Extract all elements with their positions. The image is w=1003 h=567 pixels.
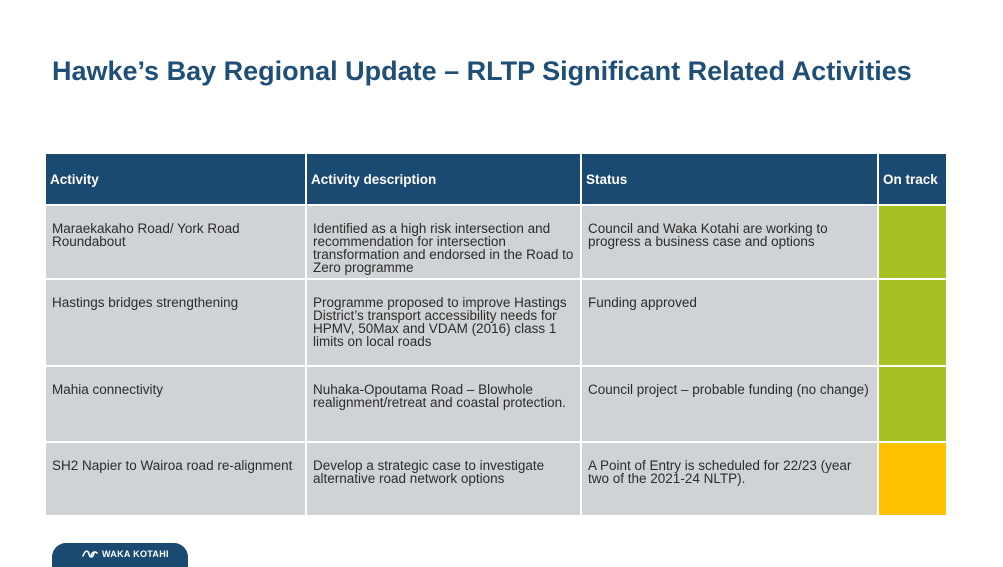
on-track-indicator (877, 365, 948, 443)
status-cell: Council project – probable funding (no c… (580, 365, 879, 443)
footer-logo-tab: WAKA KOTAHI (52, 543, 188, 567)
description-cell: Nuhaka-Opoutama Road – Blowhole realignm… (305, 365, 582, 443)
on-track-indicator (877, 278, 948, 367)
description-cell: Develop a strategic case to investigate … (305, 441, 582, 517)
status-cell: A Point of Entry is scheduled for 22/23 … (580, 441, 879, 517)
description-cell: Identified as a high risk intersection a… (305, 204, 582, 280)
activities-table: Activity Activity description Status On … (44, 152, 948, 517)
status-cell: Council and Waka Kotahi are working to p… (580, 204, 879, 280)
activity-cell: Maraekakaho Road/ York Road Roundabout (44, 204, 307, 280)
on-track-indicator (877, 441, 948, 517)
table-row: Mahia connectivity Nuhaka-Opoutama Road … (44, 365, 948, 443)
logo-text: WAKA KOTAHI (102, 548, 169, 559)
status-cell: Funding approved (580, 278, 879, 367)
activity-cell: Mahia connectivity (44, 365, 307, 443)
header-activity: Activity (44, 152, 307, 206)
table-row: Hastings bridges strengthening Programme… (44, 278, 948, 367)
waka-kotahi-wave-icon (82, 550, 98, 558)
table-row: SH2 Napier to Wairoa road re-alignment D… (44, 441, 948, 517)
slide-title: Hawke’s Bay Regional Update – RLTP Signi… (52, 56, 912, 86)
table-header-row: Activity Activity description Status On … (44, 152, 948, 206)
waka-kotahi-logo: WAKA KOTAHI (82, 548, 169, 559)
table-row: Maraekakaho Road/ York Road Roundabout I… (44, 204, 948, 280)
description-cell: Programme proposed to improve Hastings D… (305, 278, 582, 367)
activity-cell: Hastings bridges strengthening (44, 278, 307, 367)
header-on-track: On track (877, 152, 948, 206)
activity-cell: SH2 Napier to Wairoa road re-alignment (44, 441, 307, 517)
header-status: Status (580, 152, 879, 206)
on-track-indicator (877, 204, 948, 280)
header-activity-description: Activity description (305, 152, 582, 206)
